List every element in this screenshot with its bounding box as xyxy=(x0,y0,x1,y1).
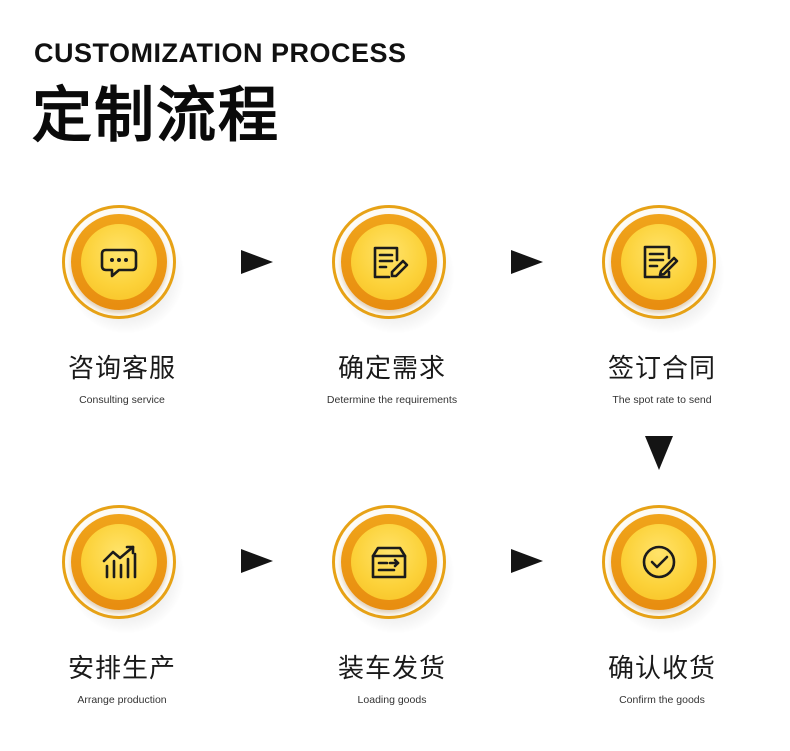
step-sign-contract: 签订合同 The spot rate to send xyxy=(572,203,752,406)
arrow-right-icon xyxy=(511,549,543,573)
document-edit-icon xyxy=(373,246,409,279)
step-arrange-production: 安排生产 Arrange production xyxy=(32,503,212,706)
step-badge xyxy=(60,203,184,333)
step-label-en: Consulting service xyxy=(79,393,165,406)
contract-sign-icon xyxy=(643,245,679,279)
step-label-en: Confirm the goods xyxy=(619,693,705,706)
arrow-right-icon xyxy=(241,549,273,573)
step-label-en: Loading goods xyxy=(357,693,427,706)
step-badge xyxy=(60,503,184,633)
arrow-down-icon xyxy=(645,436,673,470)
title-chinese: 定制流程 xyxy=(32,81,280,151)
step-badge xyxy=(330,203,454,333)
title-english: CUSTOMIZATION PROCESS xyxy=(34,38,407,68)
step-label-cn: 咨询客服 xyxy=(67,354,176,384)
step-label-cn: 装车发货 xyxy=(337,654,446,684)
arrow-right-icon xyxy=(511,250,543,274)
arrow-right-icon xyxy=(241,250,273,274)
step-label-cn: 确定需求 xyxy=(337,354,446,384)
step-label-cn: 确认收货 xyxy=(607,654,716,684)
check-circle-icon xyxy=(642,545,676,579)
step-label-en: Arrange production xyxy=(77,693,167,706)
chat-bubble-icon xyxy=(100,248,138,278)
step-label-en: The spot rate to send xyxy=(612,393,712,406)
step-loading-goods: 装车发货 Loading goods xyxy=(302,503,482,706)
step-determine-requirements: 确定需求 Determine the requirements xyxy=(302,203,482,406)
step-badge xyxy=(600,203,724,333)
step-badge xyxy=(600,503,724,633)
step-consulting-service: 咨询客服 Consulting service xyxy=(32,203,212,406)
step-confirm-goods: 确认收货 Confirm the goods xyxy=(572,503,752,706)
box-arrow-icon xyxy=(371,546,407,579)
step-badge xyxy=(330,503,454,633)
step-label-en: Determine the requirements xyxy=(326,393,458,406)
step-label-cn: 签订合同 xyxy=(607,354,716,384)
step-label-cn: 安排生产 xyxy=(67,654,176,684)
bar-chart-growth-icon xyxy=(102,545,137,579)
